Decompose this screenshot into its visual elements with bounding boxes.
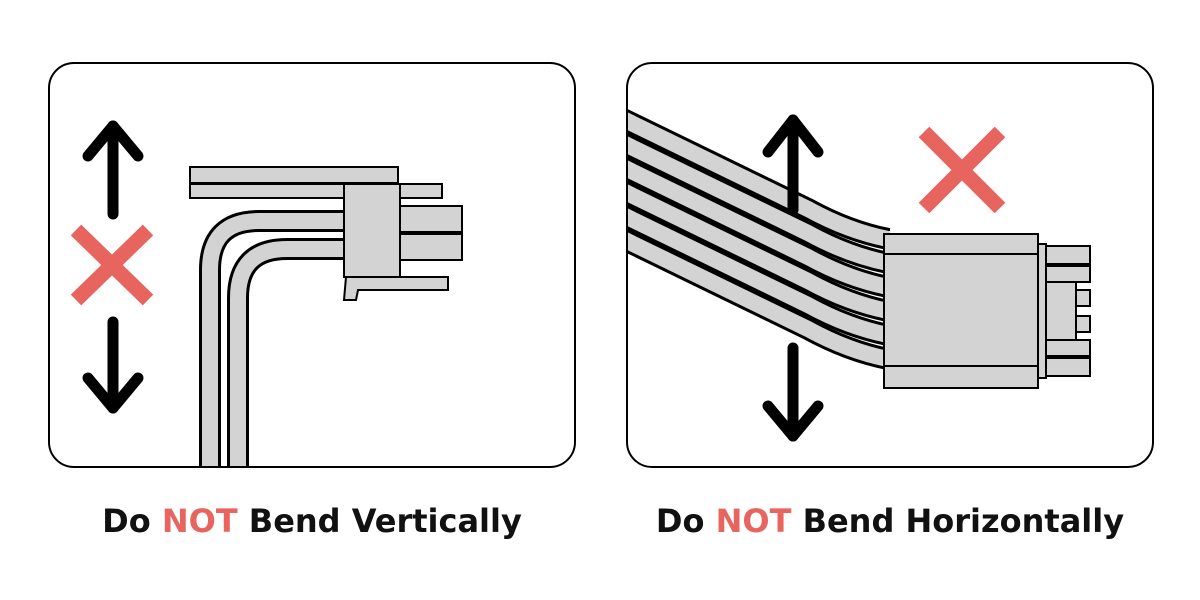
arrow-down-icon	[82, 316, 144, 414]
red-x-icon	[70, 224, 154, 306]
caption-prefix: Do	[655, 502, 705, 540]
horizontal-bend-caption: Do NOT Bend Horizontally	[610, 495, 1170, 547]
connector-side-view	[189, 166, 463, 301]
horizontal-bend-panel	[626, 62, 1154, 468]
connector-top-view	[883, 233, 1091, 389]
red-x-icon	[918, 126, 1006, 214]
arrow-up-icon	[82, 120, 144, 220]
caption-emphasis: NOT	[715, 502, 792, 540]
caption-emphasis: NOT	[161, 502, 238, 540]
ribbon-cable	[628, 109, 891, 370]
arrow-up-icon	[762, 114, 824, 216]
vertical-bend-caption: Do NOT Bend Vertically	[32, 495, 592, 547]
caption-suffix: Bend Vertically	[248, 502, 522, 540]
arrow-down-icon	[762, 342, 824, 442]
horizontal-bend-illustration	[628, 109, 1091, 442]
bent-cable	[199, 210, 350, 466]
caption-prefix: Do	[102, 502, 151, 540]
vertical-bend-panel	[48, 62, 576, 468]
vertical-bend-illustration	[70, 120, 463, 466]
caption-suffix: Bend Horizontally	[802, 502, 1125, 540]
